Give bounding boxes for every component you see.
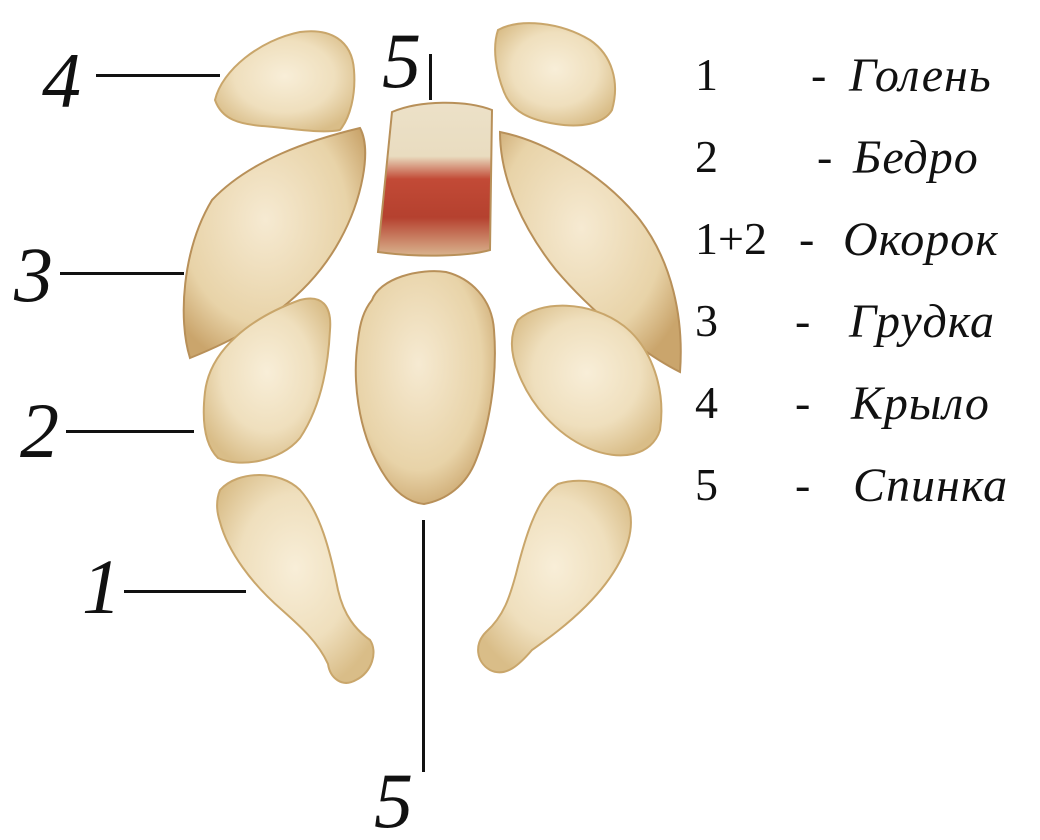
- legend-name-golen: Голень: [849, 48, 992, 103]
- legend-name-spinka: Спинка: [853, 458, 1008, 513]
- callout-1-label: 1: [82, 548, 121, 626]
- callout-2-label: 2: [20, 392, 59, 470]
- right-wing-piece: [495, 23, 615, 125]
- legend-name-okorok: Окорок: [843, 212, 999, 267]
- legend-number: 1+2: [695, 212, 767, 265]
- legend-dash: -: [811, 48, 826, 101]
- legend-row: 1 - Голень: [693, 40, 1038, 110]
- legend-dash: -: [817, 130, 832, 183]
- callout-3-label: 3: [14, 236, 53, 314]
- callout-4-leader: [96, 74, 220, 77]
- legend-number: 4: [695, 376, 718, 429]
- callout-2-leader: [66, 430, 194, 433]
- callout-4-label: 4: [42, 42, 81, 120]
- legend-number: 5: [695, 458, 718, 511]
- legend-dash: -: [795, 376, 810, 429]
- left-drumstick-piece: [217, 475, 374, 683]
- legend-name-grudka: Грудка: [849, 294, 995, 349]
- callout-5-bottom-label: 5: [374, 762, 413, 840]
- legend-number: 3: [695, 294, 718, 347]
- upper-back-piece: [378, 103, 492, 256]
- legend-row: 4 - Крыло: [693, 368, 1038, 438]
- lower-back-piece: [356, 271, 495, 504]
- legend-name-krylo: Крыло: [851, 376, 990, 431]
- legend-dash: -: [795, 294, 810, 347]
- legend-dash: -: [799, 212, 814, 265]
- legend-name-bedro: Бедро: [853, 130, 979, 185]
- legend-number: 1: [695, 48, 718, 101]
- legend-row: 2 - Бедро: [693, 122, 1038, 192]
- legend-number: 2: [695, 130, 718, 183]
- callout-5-top-label: 5: [382, 22, 421, 100]
- legend-row: 3 - Грудка: [693, 286, 1038, 356]
- callout-3-leader: [60, 272, 184, 275]
- legend-row: 5 - Спинка: [693, 450, 1038, 520]
- callout-1-leader: [124, 590, 246, 593]
- callout-5-bottom-leader: [422, 520, 425, 772]
- right-drumstick-piece: [478, 481, 631, 673]
- callout-5-top-leader: [429, 54, 432, 100]
- legend-dash: -: [795, 458, 810, 511]
- left-wing-piece: [215, 31, 354, 131]
- legend-row: 1+2 - Окорок: [693, 204, 1038, 274]
